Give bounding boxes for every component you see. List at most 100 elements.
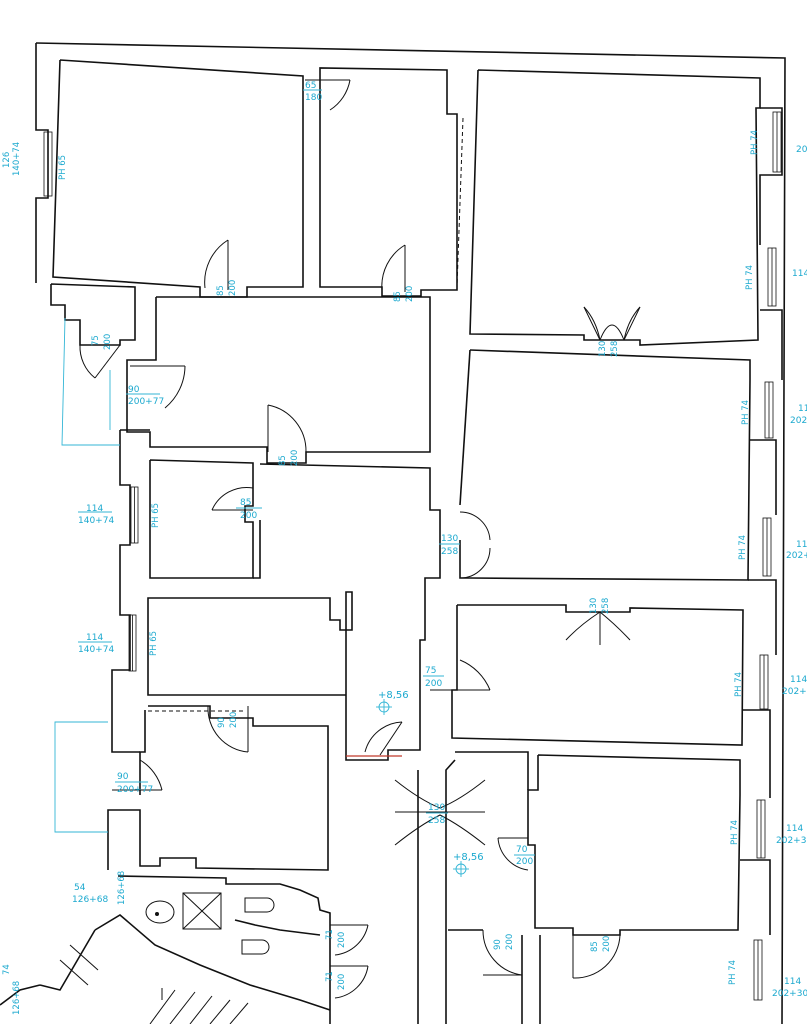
shower-tray <box>182 892 222 930</box>
door-16 <box>482 929 523 976</box>
door-10-height: 258 <box>601 598 611 614</box>
door-19-height: 200 <box>337 974 347 990</box>
annotation-lines <box>54 317 120 833</box>
door-7 <box>267 404 307 453</box>
window-right-6 <box>756 799 766 859</box>
door-11 <box>430 659 491 691</box>
stair-wall-2 <box>39 929 96 991</box>
level-markers <box>376 699 469 877</box>
window-left-2-ph: PH 65 <box>151 503 161 528</box>
window-right-4-ph: PH 74 <box>738 535 748 560</box>
window-left-top <box>43 131 53 197</box>
wc-block <box>117 875 331 1024</box>
window-right-2-ph: PH 74 <box>745 265 755 290</box>
door-2 <box>204 239 229 290</box>
door-7-width: 85 <box>278 455 288 466</box>
window-right-1-width: 20 <box>796 145 807 155</box>
labels: 65 180 85 200 85 200 130 258 75 200 90 2… <box>2 81 807 1015</box>
window-right-2-width: 114 <box>792 269 807 279</box>
window-right-6-ph: PH 74 <box>730 820 740 845</box>
window-right-7-ph: PH 74 <box>728 960 738 985</box>
right-pilasters <box>740 107 783 935</box>
corridor-right <box>455 751 529 790</box>
window-left-2-width: 114 <box>86 504 103 514</box>
door-18-width: 71 <box>325 929 335 940</box>
window-left-2 <box>130 486 139 544</box>
window-right-5 <box>759 654 769 710</box>
door-15-width: 70 <box>516 845 528 855</box>
window-left-3-width: 114 <box>86 633 103 643</box>
door-13 <box>112 759 163 791</box>
door-11-width: 75 <box>425 666 436 676</box>
level-marker-1 <box>376 699 392 715</box>
corridor-centre <box>147 463 441 761</box>
door-9 <box>459 511 491 579</box>
doors <box>79 79 641 999</box>
door-7-height: 200 <box>290 450 300 466</box>
window-left-2-height: 140+74 <box>78 516 114 526</box>
outer-wall-left <box>35 43 49 283</box>
room-hall-left <box>126 296 431 464</box>
wc-inner <box>234 919 321 936</box>
door-18 <box>330 924 369 956</box>
wc-fixtures <box>59 892 275 1024</box>
window-left-3-ph: PH 65 <box>149 631 159 656</box>
level-label-1: +8,56 <box>378 690 409 701</box>
door-3 <box>381 244 406 292</box>
door-2-height: 200 <box>228 280 238 296</box>
door-6-width: 90 <box>128 385 140 395</box>
door-12-height: 200 <box>229 712 239 728</box>
partition-dashed <box>456 117 464 288</box>
door-10-width: 130 <box>589 598 599 614</box>
window-right-7 <box>753 939 763 1001</box>
door-17-height: 200 <box>602 936 612 952</box>
wall-segment <box>459 349 471 506</box>
outer-wall <box>35 42 786 1024</box>
room-right-3 <box>451 604 744 746</box>
window-right-6-width: 114 <box>786 824 803 834</box>
window-right-3 <box>764 381 774 439</box>
door-6 <box>130 365 186 409</box>
toilet-1 <box>244 897 275 913</box>
door-11-height: 200 <box>425 679 442 689</box>
room-left-4 <box>107 705 329 871</box>
door-16-height: 200 <box>505 934 515 950</box>
stair-left <box>59 944 99 986</box>
door-entrance <box>346 721 403 757</box>
window-left-5-height: 126+68 <box>12 981 22 1015</box>
door-16-width: 90 <box>493 939 503 950</box>
door-14-height: 258 <box>428 816 445 826</box>
door-17-width: 85 <box>590 941 600 952</box>
window-right-5-height: 202+3 <box>782 687 807 697</box>
window-left-3-height: 140+74 <box>78 645 114 655</box>
door-1 <box>305 79 351 111</box>
door-12-width: 90 <box>217 717 227 728</box>
room-top-right <box>469 69 761 346</box>
room-top-middle <box>319 67 458 297</box>
room-left-3 <box>149 459 254 579</box>
door-4 <box>583 306 641 341</box>
window-right-3-height: 202 <box>790 416 807 426</box>
corridor-centre-2 <box>253 520 261 579</box>
window-right-2 <box>767 247 777 307</box>
window-left-3 <box>128 614 137 672</box>
window-right-1 <box>772 111 782 173</box>
window-left-4-height: 126+68 <box>72 895 108 905</box>
window-right-1-ph: PH 74 <box>750 130 760 155</box>
door-13-height: 200+77 <box>117 785 153 795</box>
door-17 <box>572 934 621 979</box>
door-3-height: 200 <box>405 286 415 302</box>
window-right-7-width: 114 <box>784 977 801 987</box>
window-right-7-height: 202+30 <box>772 989 807 999</box>
room-right-4 <box>527 754 741 936</box>
level-marker-2 <box>453 861 469 877</box>
door-4-height: 258 <box>610 341 620 357</box>
door-13-width: 90 <box>117 772 129 782</box>
window-left-4b-height: 126+68 <box>117 871 127 905</box>
window-right-6-height: 202+30 <box>776 836 807 846</box>
door-9-width: 130 <box>441 534 458 544</box>
window-right-4-height: 202+ <box>786 551 807 561</box>
window-left-top-height: 140+74 <box>12 142 22 176</box>
door-15 <box>497 837 529 871</box>
door-8-height: 200 <box>240 511 257 521</box>
